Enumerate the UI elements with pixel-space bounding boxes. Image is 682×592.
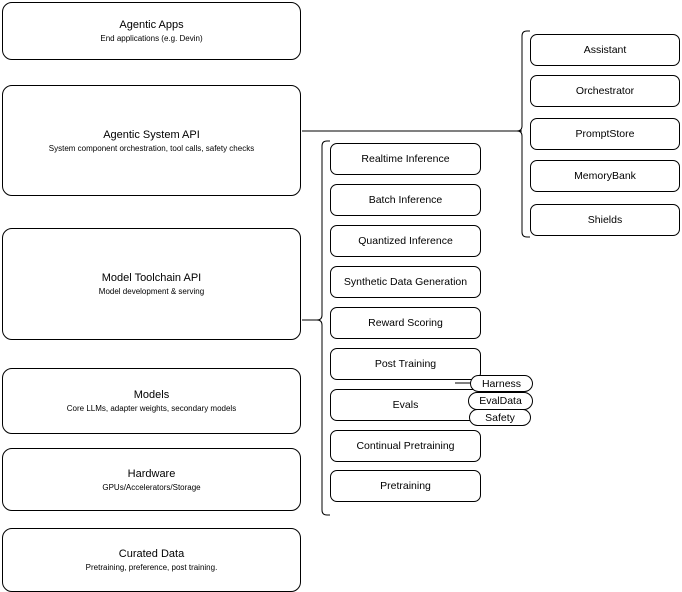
- component-label: Evals: [392, 399, 419, 411]
- component-label: Pretraining: [380, 480, 431, 492]
- component-reward-scoring[interactable]: Reward Scoring: [330, 307, 481, 339]
- pill-label: EvalData: [479, 395, 522, 407]
- component-continual-pretraining[interactable]: Continual Pretraining: [330, 430, 481, 462]
- evals-subcomponent-harness[interactable]: Harness: [470, 375, 533, 392]
- component-quantized-inference[interactable]: Quantized Inference: [330, 225, 481, 257]
- pill-label: Safety: [485, 411, 515, 424]
- layer-hardware[interactable]: Hardware GPUs/Accelerators/Storage: [2, 448, 301, 511]
- component-label: Synthetic Data Generation: [343, 276, 468, 288]
- layer-subtitle: Pretraining, preference, post training.: [85, 563, 218, 572]
- evals-subcomponent-evaldata[interactable]: EvalData: [468, 392, 533, 410]
- component-label: Post Training: [374, 358, 437, 370]
- layer-subtitle: GPUs/Accelerators/Storage: [102, 482, 201, 492]
- layer-model-toolchain-api[interactable]: Model Toolchain API Model development & …: [2, 228, 301, 340]
- layer-title: Models: [133, 389, 170, 401]
- component-label: Continual Pretraining: [356, 440, 455, 452]
- component-label: Shields: [587, 214, 623, 226]
- component-realtime-inference[interactable]: Realtime Inference: [330, 143, 481, 175]
- pill-label: Harness: [481, 377, 522, 390]
- layer-models[interactable]: Models Core LLMs, adapter weights, secon…: [2, 368, 301, 434]
- layer-subtitle: End applications (e.g. Devin): [100, 34, 203, 43]
- layer-curated-data[interactable]: Curated Data Pretraining, preference, po…: [2, 528, 301, 592]
- layer-title: Agentic System API: [103, 128, 200, 141]
- component-label: Orchestrator: [575, 85, 635, 97]
- layer-subtitle: System component orchestration, tool cal…: [48, 143, 255, 153]
- layer-agentic-apps[interactable]: Agentic Apps End applications (e.g. Devi…: [2, 2, 301, 60]
- component-label: Quantized Inference: [358, 235, 453, 247]
- component-evals[interactable]: Evals: [330, 389, 481, 421]
- layer-title: Curated Data: [118, 548, 185, 560]
- component-promptstore[interactable]: PromptStore: [530, 118, 680, 150]
- layer-agentic-system-api[interactable]: Agentic System API System component orch…: [2, 85, 301, 196]
- component-label: Reward Scoring: [368, 317, 443, 329]
- component-memorybank[interactable]: MemoryBank: [530, 160, 680, 192]
- component-assistant[interactable]: Assistant: [530, 34, 680, 66]
- component-pretraining[interactable]: Pretraining: [330, 470, 481, 502]
- component-shields[interactable]: Shields: [530, 204, 680, 236]
- component-label: Batch Inference: [368, 194, 443, 206]
- layer-title: Hardware: [127, 467, 176, 480]
- component-synthetic-data-generation[interactable]: Synthetic Data Generation: [330, 266, 481, 298]
- layer-subtitle: Core LLMs, adapter weights, secondary mo…: [66, 404, 237, 413]
- component-post-training[interactable]: Post Training: [330, 348, 481, 380]
- component-batch-inference[interactable]: Batch Inference: [330, 184, 481, 216]
- evals-subcomponent-safety[interactable]: Safety: [469, 409, 531, 426]
- component-orchestrator[interactable]: Orchestrator: [530, 75, 680, 107]
- layer-title: Model Toolchain API: [101, 272, 202, 284]
- layer-title: Agentic Apps: [119, 19, 184, 31]
- layer-subtitle: Model development & serving: [98, 287, 205, 296]
- component-label: Realtime Inference: [361, 153, 450, 165]
- component-label: MemoryBank: [574, 170, 636, 182]
- component-label: PromptStore: [575, 128, 635, 140]
- component-label: Assistant: [583, 44, 627, 56]
